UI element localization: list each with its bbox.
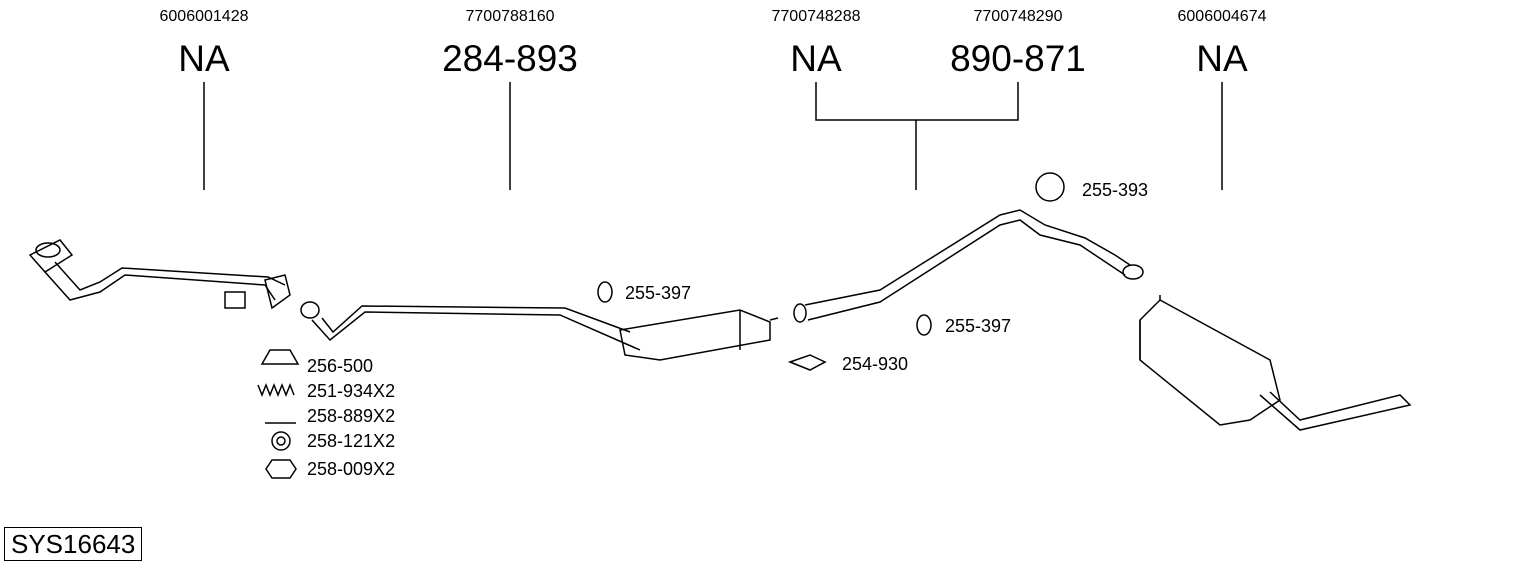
part-number: 7700748288 [771, 8, 861, 25]
nut-icon [265, 459, 297, 479]
part-label: 256-500 [307, 356, 374, 376]
rear-pipe-drawing [793, 209, 1144, 323]
product-code: NA [790, 38, 842, 79]
gasket-icon [916, 314, 932, 336]
part-label: 255-397 [625, 283, 692, 303]
part-number: 7700788160 [465, 8, 555, 25]
washer-icon [271, 431, 291, 451]
part-label: 255-393 [1082, 180, 1149, 200]
system-id-label: SYS16643 [4, 527, 143, 561]
part-label: 255-397 [945, 316, 1012, 336]
center-muffler-drawing [300, 301, 779, 361]
leader-bracket [815, 82, 1019, 121]
part-number: 6006004674 [1177, 8, 1267, 25]
part-label: 251-934X2 [307, 381, 396, 401]
ring-seal-icon [260, 349, 300, 365]
rear-muffler-drawing [1139, 295, 1412, 431]
rubber-mount-icon [1035, 172, 1065, 202]
gasket-icon [597, 281, 613, 303]
washer-icon-inner [276, 436, 286, 446]
clamp-icon [787, 354, 827, 371]
product-code: 890-871 [950, 38, 1086, 79]
front-pipe-drawing [28, 239, 291, 310]
part-number: 7700748290 [973, 8, 1063, 25]
part-label: 254-930 [842, 354, 909, 374]
product-code: NA [178, 38, 230, 79]
part-label: 258-889X2 [307, 406, 396, 426]
product-code: 284-893 [442, 38, 578, 79]
part-label: 258-009X2 [307, 459, 396, 479]
part-number: 6006001428 [159, 8, 249, 25]
part-label: 258-121X2 [307, 431, 396, 451]
spring-icon [257, 382, 295, 398]
product-code: NA [1196, 38, 1248, 79]
